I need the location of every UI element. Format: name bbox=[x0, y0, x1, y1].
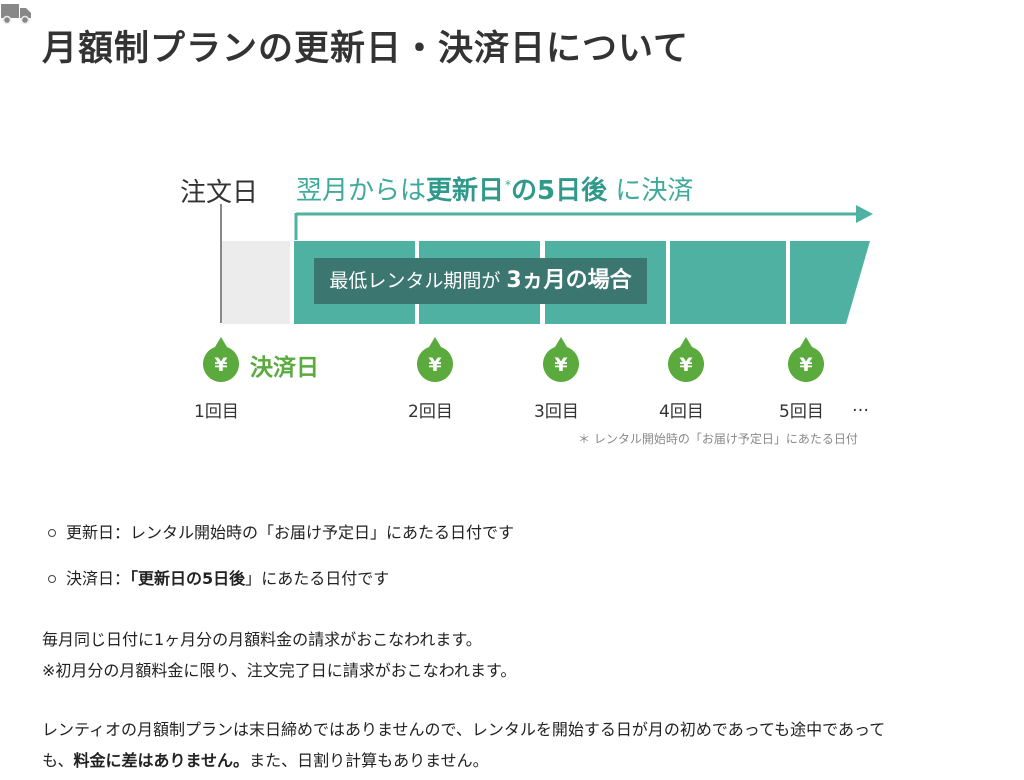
plan-description-line-2: も、料金に差はありません。また、日割り計算もありません。 bbox=[42, 751, 489, 770]
bullet-circle-icon bbox=[48, 574, 56, 583]
payment-count-4: 4回目 bbox=[659, 402, 704, 422]
initial-period-block bbox=[222, 241, 290, 324]
yen-pin-icon: ¥ bbox=[541, 337, 581, 385]
yen-pin-icon: ¥ bbox=[666, 337, 706, 385]
diagram-footnote: ＊ レンタル開始時の「お届け予定日」にあたる日付 bbox=[578, 432, 858, 446]
yen-pin-icon: ¥ bbox=[415, 337, 455, 385]
bullet-renewal-date: 更新日：レンタル開始時の「お届け予定日」にあたる日付です bbox=[48, 519, 514, 543]
truck-icon bbox=[1, 4, 31, 25]
more-ellipsis: … bbox=[852, 396, 869, 416]
payment-date-label: 決済日 bbox=[250, 355, 319, 381]
month-block-4 bbox=[670, 241, 786, 324]
yen-pin-icon: ¥ bbox=[201, 337, 241, 385]
month-block-5 bbox=[790, 241, 870, 324]
page-title: 月額制プランの更新日・決済日について bbox=[42, 29, 689, 69]
payment-count-1: 1回目 bbox=[194, 402, 239, 422]
renewal-headline: 翌月からは更新日*の5日後 に決済 bbox=[296, 176, 694, 206]
billing-note-line-2: ※初月分の月額料金に限り、注文完了日に請求がおこなわれます。 bbox=[42, 661, 517, 680]
yen-pin-icon: ¥ bbox=[786, 337, 826, 385]
arrow-right-icon bbox=[294, 205, 873, 240]
renewal-payment-diagram: 注文日 翌月からは更新日*の5日後 に決済 最低レンタル期間が 3ヵ月の場合 ¥… bbox=[1, 4, 873, 446]
diagram-graphics bbox=[220, 204, 873, 324]
bullet-payment-date: 決済日：「更新日の5日後」にあたる日付です bbox=[48, 565, 389, 589]
payment-count-5: 5回目 bbox=[779, 402, 824, 422]
payment-count-3: 3回目 bbox=[534, 402, 579, 422]
plan-description-line-1: レンティオの月額制プランは末日締めではありませんので、レンタルを開始する日が月の… bbox=[42, 720, 886, 739]
billing-note-line-1: 毎月同じ日付に1ヶ月分の月額料金の請求がおこなわれます。 bbox=[42, 630, 482, 649]
bullet-circle-icon bbox=[48, 528, 56, 537]
payment-count-2: 2回目 bbox=[408, 402, 453, 422]
min-rental-period-box: 最低レンタル期間が 3ヵ月の場合 bbox=[314, 258, 647, 304]
order-date-label: 注文日 bbox=[180, 178, 259, 208]
